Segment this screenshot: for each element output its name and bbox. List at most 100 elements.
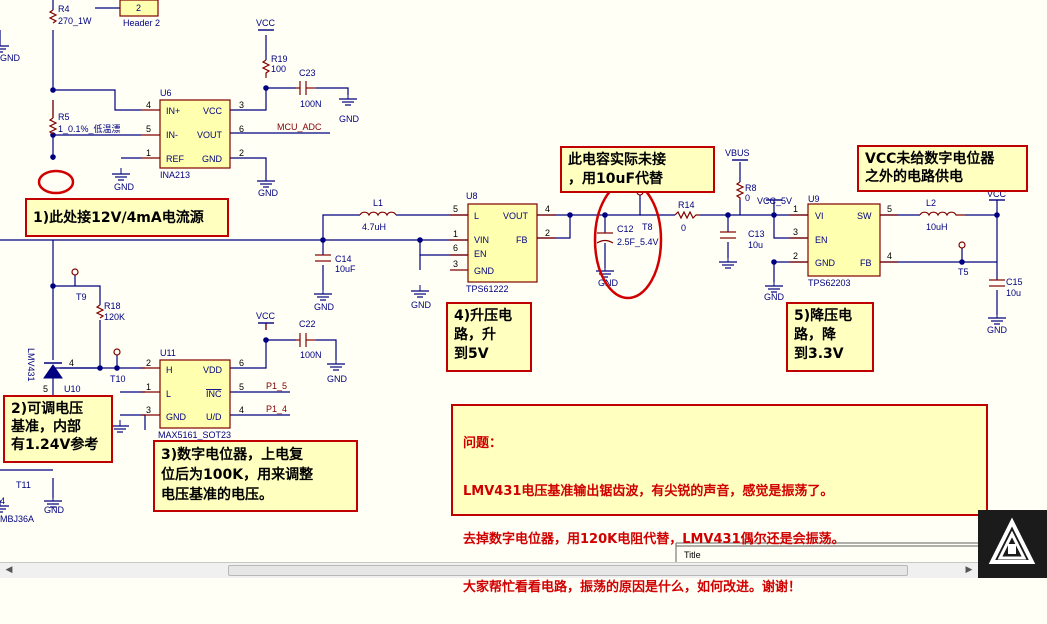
horizontal-scrollbar[interactable]: ◀ ▶ xyxy=(0,562,978,578)
label-p1-5: P1_5 xyxy=(266,381,287,391)
label-u10: U10 xyxy=(64,384,81,394)
label-u9-pin-sw: SW xyxy=(857,211,872,221)
label-u6-pin2: 2 xyxy=(239,148,244,158)
label-u6-pin-vcc: VCC xyxy=(203,106,223,116)
label-r14: R14 xyxy=(678,200,695,210)
label-u8-pin-vout: VOUT xyxy=(503,211,529,221)
label-l1: L1 xyxy=(373,198,383,208)
label-u8-pin5: 5 xyxy=(453,204,458,214)
lmv431-symbol xyxy=(43,362,100,385)
schematic-canvas: R4 270_1W 2 Header 2 R5 1_0.1%_低温漂 U6 IN… xyxy=(0,0,1023,562)
note-boost-circuit: 4)升压电 路，升 到5V xyxy=(446,302,532,372)
label-u6: U6 xyxy=(160,88,172,98)
label-vcc-top: VCC xyxy=(256,18,276,28)
scrollbar-thumb[interactable] xyxy=(228,565,908,576)
label-u9-pin1: 1 xyxy=(793,204,798,214)
label-c15: C15 xyxy=(1006,277,1023,287)
title-block xyxy=(675,542,978,562)
note-capacitor-substitute: 此电容实际未接 ，用10uF代替 xyxy=(560,146,715,193)
label-u8-pin6: 6 xyxy=(453,243,458,253)
label-gnd: GND xyxy=(44,505,65,515)
label-u8-pin1: 1 xyxy=(453,229,458,239)
label-u11-pin-l: L xyxy=(166,389,171,399)
question-line-2: 去掉数字电位器，用120K电阻代替，LMV431偶尔还是会振荡。 xyxy=(463,532,845,547)
label-u6-pin-vout: VOUT xyxy=(197,130,223,140)
label-u11-pin6: 6 xyxy=(239,358,244,368)
label-u9-pin2: 2 xyxy=(793,251,798,261)
label-header2: Header 2 xyxy=(123,18,160,28)
label-r8: R8 xyxy=(745,183,757,193)
question-line-3: 大家帮忙看看电路，振荡的原因是什么，如何改进。谢谢！ xyxy=(463,580,802,595)
question-box: 问题： LMV431电压基准输出锯齿波，有尖锐的声音，感觉是振荡了。 去掉数字电… xyxy=(451,404,988,595)
label-u8-pin-vin: VIN xyxy=(474,235,489,245)
label-u11-pin5: 5 xyxy=(239,382,244,392)
label-u9: U9 xyxy=(808,194,820,204)
label-u6-pin-ref: REF xyxy=(166,154,185,164)
label-t11: T11 xyxy=(16,480,31,490)
ic-pins xyxy=(141,109,898,416)
label-u8-pin-gnd: GND xyxy=(474,266,495,276)
label-r19-value: 100 xyxy=(271,64,286,74)
components xyxy=(48,9,1005,356)
label-u8-pin3: 3 xyxy=(453,259,458,269)
label-u9-pin-vi: VI xyxy=(815,211,824,221)
scroll-right-icon[interactable]: ▶ xyxy=(965,565,973,575)
label-u11-pin-inc: INC xyxy=(206,389,222,399)
label-u11-pin4: 4 xyxy=(239,405,244,415)
scroll-left-icon[interactable]: ◀ xyxy=(5,565,13,575)
label-u6-pin4: 4 xyxy=(146,100,151,110)
label-gnd: GND xyxy=(987,325,1008,335)
label-vcc-right: VCC xyxy=(987,189,1007,199)
label-u6-pin-gnd: GND xyxy=(202,154,223,164)
label-u6-pin3: 3 xyxy=(239,100,244,110)
label-r18: R18 xyxy=(104,301,121,311)
label-p1-4: P1_4 xyxy=(266,404,287,414)
label-u11-pin-gnd: GND xyxy=(166,412,187,422)
label-u8-pin-l: L xyxy=(474,211,479,221)
label-gnd: GND xyxy=(327,374,348,384)
label-u8-pin-en: EN xyxy=(474,249,487,259)
label-r5: R5 xyxy=(58,112,70,122)
label-u6-pin-in-plus: IN+ xyxy=(166,106,180,116)
label-c14: C14 xyxy=(335,254,352,264)
label-c23: C23 xyxy=(299,68,316,78)
label-u8-part: TPS61222 xyxy=(466,284,509,294)
label-u6-part: INA213 xyxy=(160,170,190,180)
label-header2-pin: 2 xyxy=(136,3,141,13)
label-gnd: GND xyxy=(764,292,785,302)
label-u8-pin-fb: FB xyxy=(516,235,528,245)
label-u6-pin-in-minus: IN- xyxy=(166,130,178,140)
label-u9-pin4: 4 xyxy=(887,251,892,261)
label-l2-value: 10uH xyxy=(926,222,948,232)
label-c23-value: 100N xyxy=(300,99,322,109)
label-u11-pin3: 3 xyxy=(146,405,151,415)
label-u8-pin4: 4 xyxy=(545,204,550,214)
label-vbus: VBUS xyxy=(725,148,750,158)
label-u8-pin2: 2 xyxy=(545,228,550,238)
label-c13-value: 10u xyxy=(748,240,763,250)
label-lmv431: LMV431 xyxy=(26,348,36,382)
label-t5: T5 xyxy=(958,267,969,277)
label-c22-value: 100N xyxy=(300,350,322,360)
label-u6-pin1: 1 xyxy=(146,148,151,158)
label-l2: L2 xyxy=(926,198,936,208)
title-block-label: Title xyxy=(684,550,701,560)
label-u11-part: MAX5161_SOT23 xyxy=(158,430,231,440)
label-u9-pin5: 5 xyxy=(887,204,892,214)
label-gnd: GND xyxy=(411,300,432,310)
label-l1-value: 4.7uH xyxy=(362,222,386,232)
label-r18-value: 120K xyxy=(104,312,125,322)
label-u8: U8 xyxy=(466,191,478,201)
label-u11-pin1: 1 xyxy=(146,382,151,392)
power-ports xyxy=(258,29,1005,324)
label-u11-pin-h: H xyxy=(166,365,173,375)
label-d-fragment: 4 xyxy=(0,496,5,506)
label-c14-value: 10uF xyxy=(335,264,356,274)
label-lmv431-pin4: 4 xyxy=(69,358,74,368)
label-smbj: MBJ36A xyxy=(0,514,34,524)
label-r4: R4 xyxy=(58,4,70,14)
note-digital-pot: 3)数字电位器，上电复 位后为100K，用来调整 电压基准的电压。 xyxy=(153,440,358,512)
label-u6-pin5: 5 xyxy=(146,124,151,134)
label-gnd: GND xyxy=(314,302,335,312)
label-u9-pin-en: EN xyxy=(815,235,828,245)
